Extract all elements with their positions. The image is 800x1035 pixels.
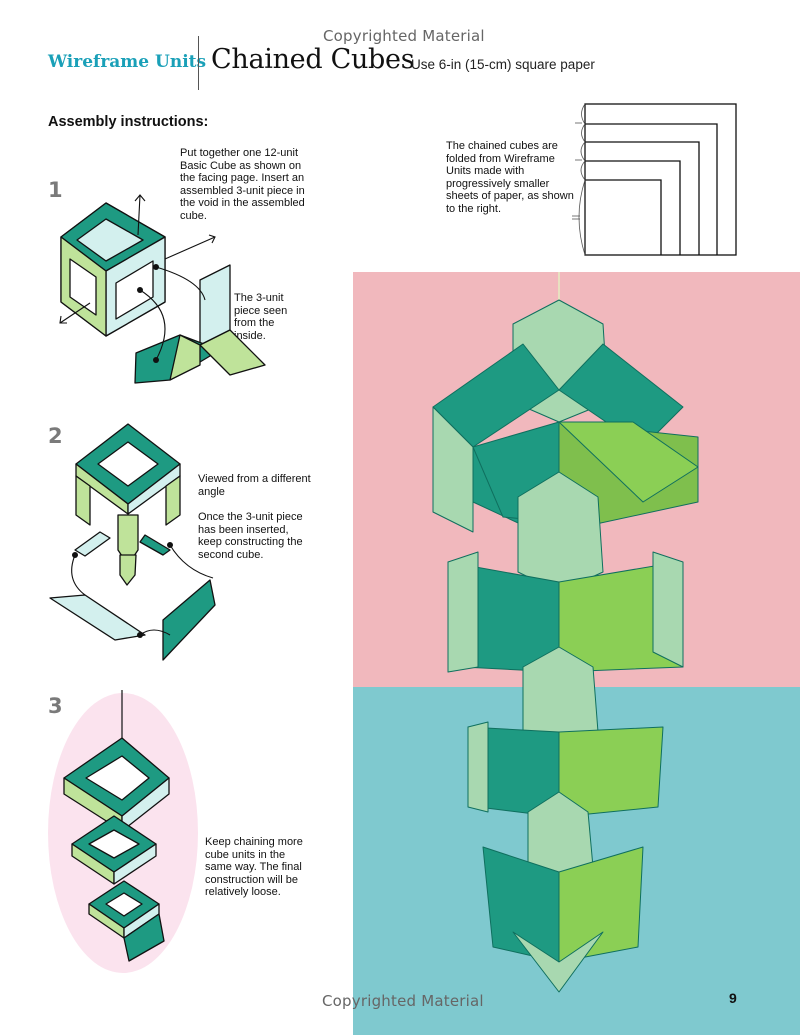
paper-size-diagram bbox=[572, 103, 737, 256]
step-2-text: Viewed from a different angle bbox=[198, 473, 311, 498]
watermark-bottom: Copyrighted Material bbox=[322, 992, 484, 1010]
page-title: Chained Cubes bbox=[211, 44, 415, 75]
assembly-heading: Assembly instructions: bbox=[48, 114, 209, 130]
step-2-text-2: Once the 3-unit piece has been inserted,… bbox=[198, 511, 303, 561]
paper-size-note: Use 6-in (15-cm) square paper bbox=[411, 57, 595, 72]
step-1-number: 1 bbox=[48, 178, 63, 202]
step-3-number: 3 bbox=[48, 694, 63, 718]
step-2-illustration bbox=[49, 423, 216, 661]
step-3-text: Keep chaining more cube units in the sam… bbox=[205, 836, 303, 899]
step-2-number: 2 bbox=[48, 424, 63, 448]
step-1-illustration bbox=[59, 194, 266, 384]
page-number: 9 bbox=[729, 990, 737, 1006]
section-label: Wireframe Units bbox=[48, 52, 207, 72]
header-divider bbox=[198, 36, 199, 90]
step-3-illustration bbox=[48, 690, 198, 973]
watermark-top: Copyrighted Material bbox=[323, 27, 485, 45]
step-1-callout: The 3-unit piece seen from the inside. bbox=[234, 292, 288, 342]
step-1-text: Put together one 12-unit Basic Cube as s… bbox=[180, 147, 305, 222]
paper-note: The chained cubes are folded from Wirefr… bbox=[446, 140, 574, 215]
chained-cubes-photo bbox=[353, 272, 800, 1035]
